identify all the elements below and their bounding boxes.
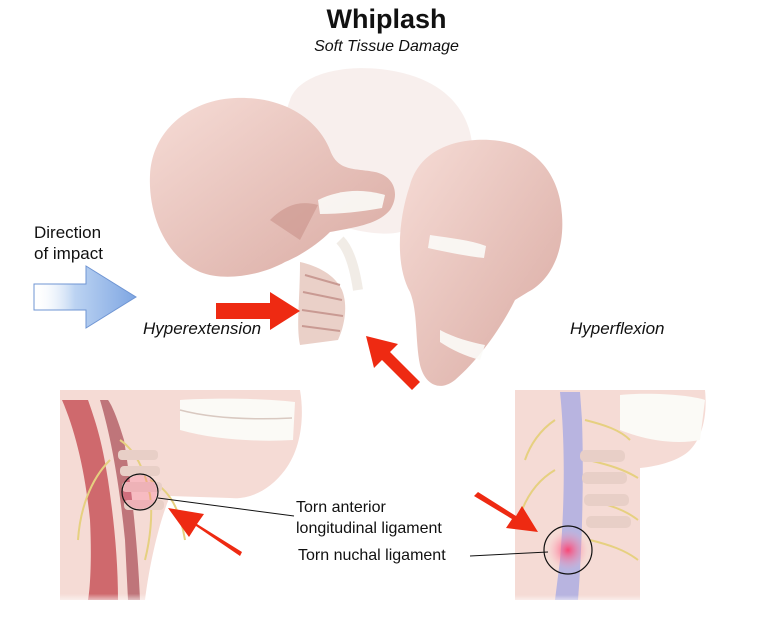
- label-torn-nuchal-ligament: Torn nuchal ligament: [298, 547, 446, 564]
- label-direction-line1: Direction: [34, 223, 102, 242]
- label-anterior-line1: Torn anterior: [296, 499, 386, 516]
- cervical-spine-top: [298, 236, 363, 345]
- red-arrow-hyperflexion: [366, 336, 420, 390]
- label-anterior-line2: longitudinal ligament: [296, 520, 442, 537]
- direction-of-impact-arrow: [33, 265, 137, 329]
- label-hyperflexion: Hyperflexion: [570, 319, 665, 338]
- diagram-title: Whiplash: [326, 4, 447, 34]
- red-arrow-nuchal: [474, 492, 538, 532]
- detail-hyperflexion: [515, 390, 715, 605]
- leader-nuchal: [469, 551, 549, 557]
- label-hyperextension: Hyperextension: [143, 319, 262, 338]
- label-direction-of-impact: Direction of impact: [34, 222, 144, 264]
- label-direction-line2: of impact: [34, 244, 103, 263]
- leader-anterior: [157, 497, 295, 517]
- skull-hyperextension: [149, 97, 395, 277]
- label-torn-anterior-ligament: Torn anterior longitudinal ligament: [296, 497, 506, 539]
- skull-hyperflexion: [399, 139, 563, 386]
- red-arrow-hyperextension: [216, 292, 300, 330]
- red-arrow-anterior: [168, 508, 242, 556]
- diagram-subtitle: Soft Tissue Damage: [314, 38, 459, 55]
- detail-hyperextension: [60, 390, 310, 605]
